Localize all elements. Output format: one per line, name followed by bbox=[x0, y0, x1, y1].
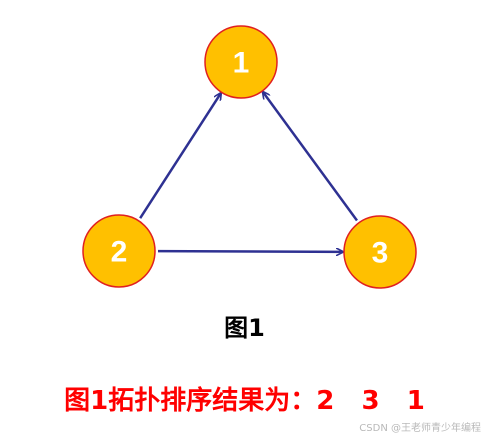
result-order-item: 2 bbox=[316, 386, 335, 416]
edge-2-to-1 bbox=[139, 93, 221, 219]
figure-caption: 图1 bbox=[224, 314, 265, 342]
node-label: 3 bbox=[372, 237, 389, 270]
result-line: 图1拓扑排序结果为：2 3 1 bbox=[0, 380, 489, 417]
node-circle bbox=[343, 215, 417, 289]
result-order-item: 1 bbox=[406, 386, 425, 416]
watermark: CSDN @王老师青少年编程 bbox=[359, 423, 481, 434]
result-order-item: 3 bbox=[361, 386, 380, 416]
node-3: 3 bbox=[343, 215, 417, 289]
result-text: 图1拓扑排序结果为： bbox=[64, 386, 317, 416]
edge-3-to-1 bbox=[263, 92, 358, 222]
node-label: 2 bbox=[111, 236, 128, 269]
node-2: 2 bbox=[82, 214, 156, 288]
node-circle bbox=[204, 25, 278, 99]
node-1: 1 bbox=[204, 25, 278, 99]
node-label: 1 bbox=[233, 47, 250, 80]
edge-2-to-3 bbox=[157, 251, 343, 252]
node-circle bbox=[82, 214, 156, 288]
